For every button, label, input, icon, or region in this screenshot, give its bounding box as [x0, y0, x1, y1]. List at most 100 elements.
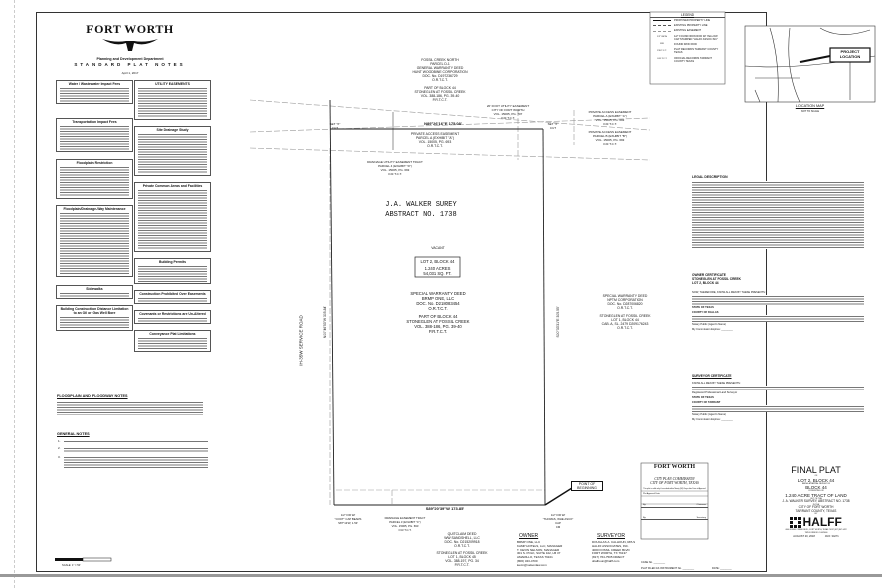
- private-access-easement-a: PRIVATE ACCESS EASEMENT PARCEL A (EXHIBI…: [410, 132, 460, 148]
- surveyor-certificate-body: KNOW ALL MEN BY THESE PRESENTS: Register…: [692, 381, 864, 422]
- note-title: Conveyance Plat Limitations: [149, 332, 196, 336]
- note-title: Sidewalks: [86, 287, 103, 291]
- legend-label: FOUND IRON ROD: [674, 43, 697, 47]
- right-note-box: Covenants or Restrictions are Un-Altered: [134, 310, 211, 324]
- legend-item: O.R.T.C.T.OFFICIAL RECORDS TARRANT COUNT…: [650, 56, 725, 64]
- halff-logo: HALFF: [760, 515, 872, 530]
- note-title: Floodplain/Drainage-Way Maintenance: [63, 207, 126, 211]
- legend-symbol: P.R.T.C.T.: [657, 50, 667, 53]
- right-note-box: UTILITY EASEMENTS: [134, 80, 211, 120]
- north-adjoiner-part: PART OF BLOCK 44 STONEGLEN AT FOSSIL CRE…: [414, 86, 466, 102]
- subject-deed: SPECIAL WARRANTY DEED BRMP ONE, LLC DOC.…: [410, 291, 466, 311]
- surveyor-certificate-heading: SURVEYOR CERTIFICATE: [692, 374, 732, 378]
- note-title: UTILITY EASEMENTS: [155, 82, 190, 86]
- notes-title: STANDARD PLAT NOTES: [74, 62, 186, 67]
- legend-item: PROPOSED PROPERTY LINE: [650, 18, 725, 23]
- location-map-title: LOCATION MAP: [795, 104, 825, 108]
- east-boundary: [542, 128, 546, 506]
- lot-label-box: [414, 256, 461, 278]
- utility-easement-label: 20' FOOT UTILITY EASEMENT CITY OF FORT W…: [486, 104, 530, 120]
- sheet-frame: [36, 12, 767, 572]
- note-text: [138, 87, 207, 118]
- scale-bar: [55, 557, 112, 562]
- lot-boundary: [329, 99, 546, 506]
- case-number: CASE No. ________: [641, 561, 666, 564]
- left-note-box: Water / Wastewater Impact Fees: [56, 80, 133, 104]
- note-title: Construction Prohibited Over Easements: [139, 292, 206, 296]
- legend-label: OFFICIAL RECORDS TARRANT COUNTY TEXAS: [674, 56, 712, 63]
- legend-item: P.R.T.C.T. PLAT RECORDS TARRANT COUNTY TE…: [650, 47, 725, 55]
- legend-symbol: [653, 20, 671, 22]
- note-title: Floodplain Restriction: [76, 161, 113, 165]
- set-x-cut-west: SET "X" CUT: [329, 122, 341, 130]
- legend-symbol: FIR: [660, 43, 664, 46]
- general-notes-heading: GENERAL NOTES: [57, 432, 90, 436]
- legal-description-heading: LEGAL DESCRIPTION: [692, 175, 728, 179]
- note-title: Transportation Impact Fees: [72, 120, 117, 124]
- easement-line: [249, 99, 651, 131]
- east-adjoiner: SPECIAL WARRANTY DEED NPTM CORPORATION D…: [602, 294, 648, 310]
- drainage-easement-label: DRAINAGE EASEMENT TRACT PARCEL 3 (EXHIBI…: [384, 516, 426, 532]
- legend-symbol: 1/2" IRON: [657, 36, 667, 39]
- iron-rod-east: 1/2" FIR W/ "THOMAS, WHE ASCO" CAP CM: [542, 513, 574, 529]
- north-bearing: N89°26'16"E 175.08': [424, 121, 462, 126]
- note-text: [138, 297, 207, 302]
- legend-label: EXISTING PROPERTY LINE: [674, 24, 708, 28]
- location-map: [744, 25, 876, 103]
- subject-deed-part: PART OF BLOCK 44 STONEGLEN AT FOSSIL CRE…: [406, 314, 470, 334]
- legend-item: EXISTING PROPERTY LINE: [650, 23, 725, 28]
- right-note-box: Private Common Areas and Facilities: [134, 182, 211, 252]
- general-notes-list: 1. 2. 3.: [58, 439, 208, 470]
- west-boundary: [329, 99, 335, 506]
- owner-certificate-body: NOW, THEREFORE, KNOW ALL MEN BY THESE PR…: [692, 290, 864, 332]
- south-bearing: S89°20'39"W 173.85': [425, 506, 465, 511]
- private-access-easement-a2: PRIVATE ACCESS EASEMENT PARCEL A (EXHIBI…: [588, 110, 632, 126]
- right-note-box: Construction Prohibited Over Easements: [134, 290, 211, 304]
- note-title: Private Common Areas and Facilities: [142, 184, 203, 188]
- longhorn-icon: [102, 39, 158, 51]
- legend-box: [649, 11, 726, 85]
- legend-label: PLAT RECORDS TARRANT COUNTY TEXAS: [674, 48, 719, 55]
- left-note-box: Floodplain Restriction: [56, 159, 133, 199]
- note-text: [138, 337, 207, 350]
- note-title: Building Permits: [159, 260, 186, 264]
- set-x-cut-east: SET "X" CUT: [547, 122, 559, 130]
- note-text: [138, 265, 207, 282]
- note-text: [60, 292, 129, 297]
- date-field: DATE: ________: [712, 567, 732, 570]
- lot-area: 1.240 ACRES 54,031 SQ. FT.: [423, 266, 452, 276]
- project-location-label: PROJECT LOCATION: [839, 49, 861, 59]
- project-location-callout: [829, 47, 871, 63]
- owner-certificate-heading: OWNER CERTIFICATE STONEGLEN AT FOSSIL CR…: [692, 273, 741, 285]
- sheet-bottom-bar: [0, 574, 882, 577]
- legend-item: FIR FOUND IRON ROD: [650, 42, 725, 47]
- legend-label: 1/2" FOUND IRON ROD W/ YELLOW CAP STAMPE…: [674, 34, 718, 41]
- private-access-easement-b: PRIVATE ACCESS EASEMENT PARCEL B (EXHIBI…: [588, 130, 632, 146]
- right-note-box: Building Permits: [134, 258, 211, 284]
- survey-abstract-label: J.A. WALKER SUREY ABSTRACT NO. 1738: [385, 201, 457, 219]
- west-bearing: N00°46'53"W 305.84': [323, 305, 327, 339]
- point-of-beginning: POINT OF BEGINNING: [571, 481, 603, 491]
- note-text: [138, 317, 207, 322]
- note-text: [60, 166, 129, 197]
- legend-item: 1/2" IRON 1/2" FOUND IRON ROD W/ YELLOW C…: [650, 34, 725, 42]
- city-plan-box: [640, 462, 709, 540]
- left-note-box: Sidewalks: [56, 285, 133, 299]
- note-text: [60, 316, 129, 329]
- owner-details: BRMP ONE, LLC KAMP HOTELS, LLC, MANAGER …: [517, 540, 563, 567]
- north-adjoiner-label: FOSSIL CREEK NORTH PARCEL D-1 GENERAL WA…: [412, 58, 468, 82]
- left-note-box: Building Construction Distance Limitatio…: [56, 305, 133, 331]
- surveyor-heading: SURVEYOR: [597, 533, 625, 539]
- easement-line: [249, 147, 651, 161]
- legend-label: EXISTING EASEMENT: [674, 29, 702, 33]
- title-block: FINAL PLAT OF LOT 2, BLOCK 44 BEING A PA…: [760, 465, 872, 539]
- note-text: [138, 189, 207, 250]
- note-title: Covenants or Restrictions are Un-Altered: [139, 312, 206, 316]
- city-plan-commission: FORT WORTH CITY PLAN COMMISSION CITY OF …: [641, 464, 708, 521]
- legend-item: EXISTING EASEMENT: [650, 28, 725, 33]
- surveyor-details: DOUGLAS A. CALHOUN, RPLS HALFF ASSOCIATE…: [592, 540, 636, 563]
- note-title: Water / Wastewater Impact Fees: [68, 82, 121, 86]
- south-adjoiner-part: STONEGLEN AT FOSSIL CREEK LOT 1, BLOCK 4…: [436, 551, 488, 567]
